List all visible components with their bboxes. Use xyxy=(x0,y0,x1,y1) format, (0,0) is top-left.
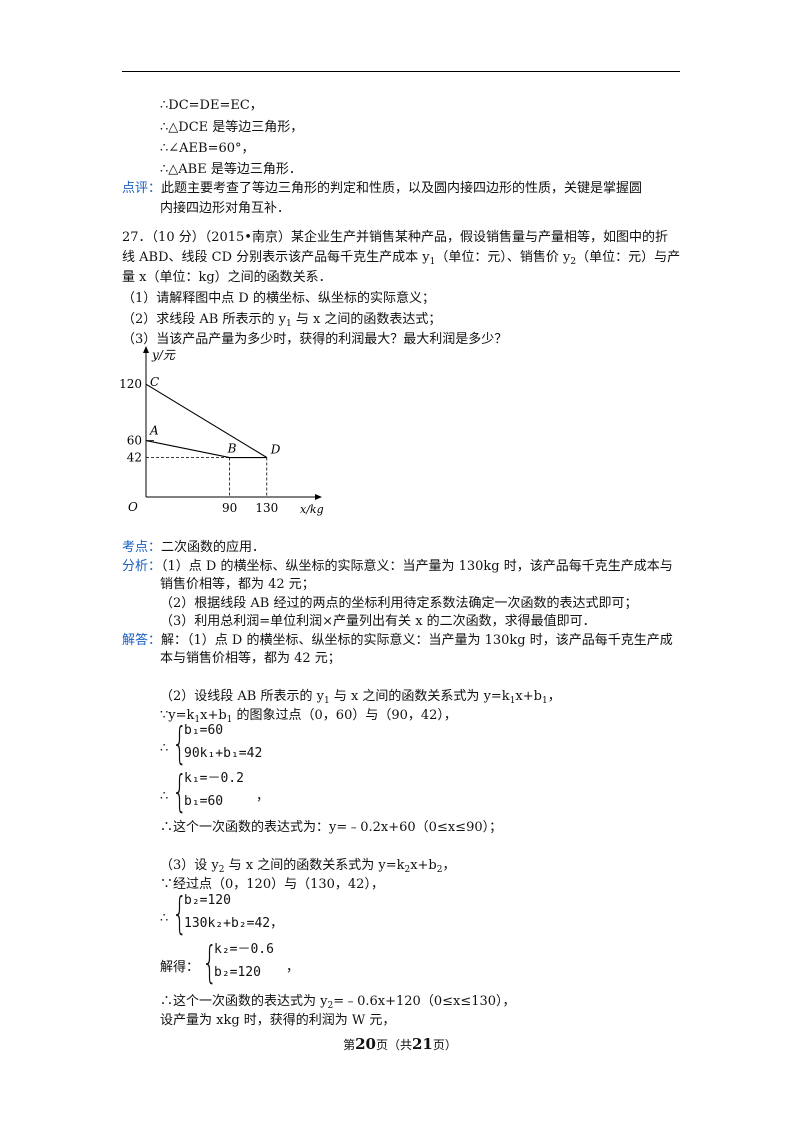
point-label-A: A xyxy=(149,424,159,438)
q27-line-3: 量 x（单位：kg）之间的函数关系． xyxy=(122,270,332,285)
fenxi-line-3: （2）根据线段 AB 经过的两点的坐标利用待定系数法确定一次函数的表达式即可； xyxy=(160,596,638,611)
sol2-sys2-row1: k₁=－0.2 xyxy=(184,771,244,786)
prev-line-4: ∴△ABE 是等边三角形． xyxy=(160,162,302,177)
y-tick-42: 42 xyxy=(127,451,142,465)
sol3-last-line: 设产量为 xkg 时，获得的利润为 W 元， xyxy=(160,1013,396,1028)
sol2-result: ∴这个一次函数的表达式为：y=﹣0.2x+60（0≤x≤90）； xyxy=(160,820,503,835)
sol2-line-2: ∵y=k1x+b1 的图象过点（0，60）与（90，42）， xyxy=(160,708,457,725)
q27-line-2: 线 ABD、线段 CD 分别表示该产品每千克生产成本 y1（单位：元）、销售价 … xyxy=(122,250,681,267)
sol2-line-1: （2）设线段 AB 所表示的 y1 与 x 之间的函数关系式为 y=k1x+b1… xyxy=(160,689,561,706)
sol3-sys2-row2: b₂=120 xyxy=(214,965,261,980)
point-label-D: D xyxy=(270,443,281,457)
sol2-sys2-row2: b₁=60 xyxy=(184,794,224,809)
comment-line-1: 点评：此题主要考查了等边三角形的判定和性质，以及圆内接四边形的性质，关键是掌握圆 xyxy=(122,181,643,196)
sol3-line-2: ∵经过点（0，120）与（130，42）， xyxy=(160,877,384,892)
sol3-line-1: （3）设 y2 与 x 之间的函数关系式为 y=k2x+b2， xyxy=(160,858,456,875)
y-axis-label: y/元 xyxy=(151,348,176,362)
x-axis-label: x/kg xyxy=(300,503,324,516)
fenxi-line-1: 分析：（1）点 D 的横坐标、纵坐标的实际意义：当产量为 130kg 时，该产品… xyxy=(122,559,673,574)
kaodian-line: 考点：二次函数的应用． xyxy=(122,540,266,555)
sol3-solve-label: 解得： xyxy=(160,960,200,975)
x-tick-90: 90 xyxy=(222,501,237,515)
fenxi-tag: 分析： xyxy=(122,559,162,574)
function-graph: y/元 x/kg O 120 60 42 90 130 A B C D xyxy=(119,346,324,516)
y-axis-arrow-icon xyxy=(143,346,149,353)
brace-icon: { xyxy=(172,718,188,769)
origin-label: O xyxy=(128,500,138,514)
x-tick-130: 130 xyxy=(255,501,278,515)
point-label-B: B xyxy=(227,442,237,456)
jieda-line-2: 本与销售价相等，都为 42 元； xyxy=(160,651,341,666)
fenxi-line-2: 销售价相等，都为 42 元； xyxy=(160,577,315,592)
y-tick-120: 120 xyxy=(119,377,142,391)
brace-icon: { xyxy=(172,766,188,817)
comment-tag: 点评： xyxy=(122,181,162,196)
prev-line-1: ∴DC=DE=EC， xyxy=(160,98,263,113)
brace-icon: { xyxy=(202,937,218,988)
series-line-CD xyxy=(145,383,268,458)
sol2-therefore-1: ∴ xyxy=(160,741,169,756)
page-number: 20 xyxy=(355,1035,376,1053)
sol3-comma: ， xyxy=(286,960,300,975)
q27-part-3: （3）当该产品产量为多少时，获得的利润最大？最大利润是多少？ xyxy=(122,332,508,347)
jieda-line-1: 解答：解：（1）点 D 的横坐标、纵坐标的实际意义：当产量为 130kg 时，该… xyxy=(122,633,673,648)
series-line-ABD xyxy=(145,440,267,459)
q27-part-1: （1）请解释图中点 D 的横坐标、纵坐标的实际意义； xyxy=(122,291,435,306)
header-rule xyxy=(122,71,680,72)
sol3-sys1-row1: b₂=120 xyxy=(184,893,231,908)
q27-line-1: 27．（10 分）（2015•南京）某企业生产并销售某种产品，假设销售量与产量相… xyxy=(122,230,668,245)
sol3-sys1-row2: 130k₂+b₂=42， xyxy=(184,916,284,931)
comment-line-2: 内接四边形对角互补． xyxy=(160,201,291,216)
sol2-sys1-row2: 90k₁+b₁=42 xyxy=(184,746,263,761)
sol2-sys1-row1: b₁=60 xyxy=(184,723,224,738)
fenxi-line-4: （3）利用总利润=单位利润×产量列出有关 x 的二次函数，求得最值即可． xyxy=(160,614,596,629)
x-axis-arrow-icon xyxy=(315,494,322,500)
sol3-therefore: ∴ xyxy=(160,911,169,926)
q27-part-2: （2）求线段 AB 所表示的 y1 与 x 之间的函数表达式； xyxy=(122,312,442,329)
sol3-result: ∴这个一次函数的表达式为 y2=﹣0.6x+120（0≤x≤130）， xyxy=(160,994,516,1011)
prev-line-3: ∴∠AEB=60°， xyxy=(160,141,255,156)
page-footer: 第20页（共21页） xyxy=(343,1035,457,1053)
brace-icon: { xyxy=(172,888,188,939)
prev-line-2: ∴△DCE 是等边三角形， xyxy=(160,120,304,135)
sol2-comma: ， xyxy=(256,789,270,804)
kaodian-tag: 考点： xyxy=(122,540,162,555)
sol3-sys2-row1: k₂=－0.6 xyxy=(214,942,274,957)
y-tick-60: 60 xyxy=(127,434,142,448)
jieda-tag: 解答： xyxy=(122,633,162,648)
sol2-therefore-2: ∴ xyxy=(160,789,169,804)
point-label-C: C xyxy=(150,375,159,389)
page-total: 21 xyxy=(412,1035,433,1053)
